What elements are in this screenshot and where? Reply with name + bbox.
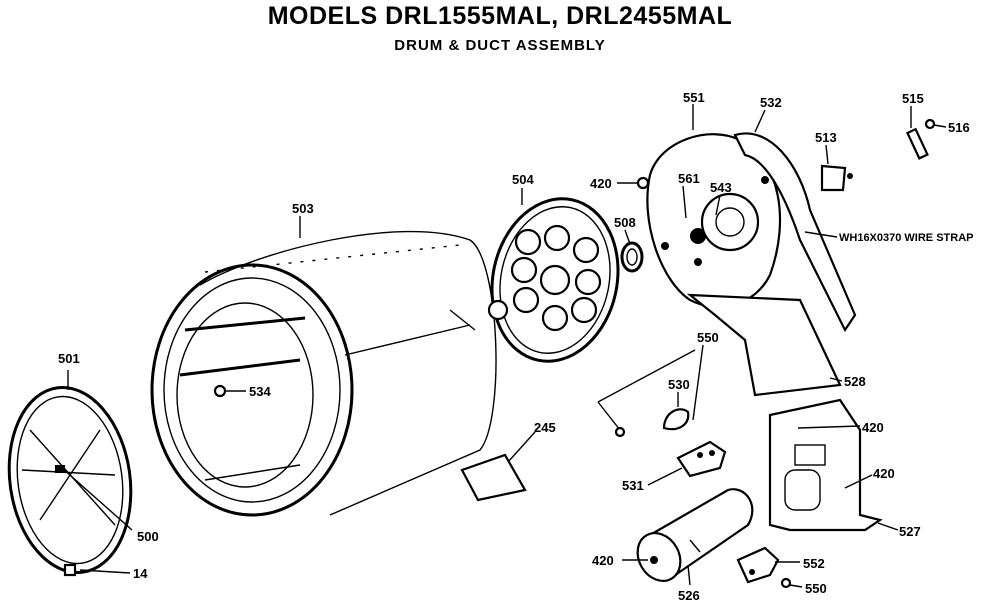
callout-528: 528 [844,374,866,389]
part-516-screw[interactable] [924,118,936,130]
leader-245 [507,431,536,463]
leader-550a-left [597,349,696,403]
callout-513: 513 [815,130,837,145]
callout-420b: 420 [862,420,884,435]
part-14-screw[interactable] [63,563,77,577]
leader-420c [844,474,873,489]
leader-527 [877,522,899,531]
leader-528 [829,377,843,382]
part-513-thermostat[interactable] [820,164,853,192]
callout-14: 14 [133,566,148,581]
callout-561: 561 [678,171,700,186]
leader-550a-right [692,344,704,421]
part-552-switch[interactable] [736,546,780,584]
part-515-fuse[interactable] [905,127,929,160]
callout-543: 543 [710,180,732,195]
callout-503: 503 [292,201,314,216]
callout-500: 500 [137,529,159,544]
part-551-bearing-housing[interactable] [646,133,782,308]
leader-14 [79,569,131,574]
callout-550a: 550 [697,330,719,345]
leader-543 [715,194,721,216]
part-504-drum-bulkhead[interactable] [477,187,632,373]
callout-wire-strap: WH16X0370 WIRE STRAP [839,232,973,244]
part-550-screw-bottom[interactable] [780,577,792,589]
part-532-blower-duct[interactable] [686,132,857,397]
callout-552: 552 [803,556,825,571]
leader-513 [825,144,829,165]
callout-516: 516 [948,120,970,135]
leader-420b [797,425,861,429]
callout-508: 508 [614,215,636,230]
part-420-screw-top[interactable] [636,176,650,190]
part-531-terminal-block[interactable] [676,440,727,478]
callout-420c: 420 [873,466,895,481]
leader-531 [647,467,683,486]
part-526-drive-motor[interactable] [629,488,754,588]
leader-561 [682,185,687,219]
diagram-title: MODELS DRL1555MAL, DRL2455MAL [267,2,733,30]
part-530-thermostat[interactable] [662,408,690,431]
callout-550b: 550 [805,581,827,596]
part-501-door-ring[interactable] [0,380,142,581]
leader-wire-strap [804,231,838,238]
leader-550a-down [597,401,621,431]
part-508-bearing[interactable] [620,241,644,273]
callout-420d: 420 [592,553,614,568]
callout-504: 504 [512,172,534,187]
callout-531: 531 [622,478,644,493]
leader-550b [789,584,803,588]
part-527-motor-bracket[interactable] [768,398,883,532]
leader-508 [624,229,631,245]
part-503-drum[interactable] [150,230,497,517]
leader-500 [61,467,133,531]
leader-526 [687,564,691,586]
callout-501: 501 [58,351,80,366]
callout-534: 534 [249,384,271,399]
callout-527: 527 [899,524,921,539]
callout-515: 515 [902,91,924,106]
leader-532 [754,109,766,133]
callout-420a: 420 [590,176,612,191]
callout-532: 532 [760,95,782,110]
part-245-bracket[interactable] [460,453,527,502]
part-534-baffle-screw[interactable] [213,384,227,398]
leader-516 [933,124,947,128]
part-550-screw-left[interactable] [614,426,626,438]
callout-551: 551 [683,90,705,105]
callout-526: 526 [678,588,700,603]
callout-245: 245 [534,420,556,435]
callout-530: 530 [668,377,690,392]
diagram-subtitle: DRUM & DUCT ASSEMBLY [394,37,606,54]
